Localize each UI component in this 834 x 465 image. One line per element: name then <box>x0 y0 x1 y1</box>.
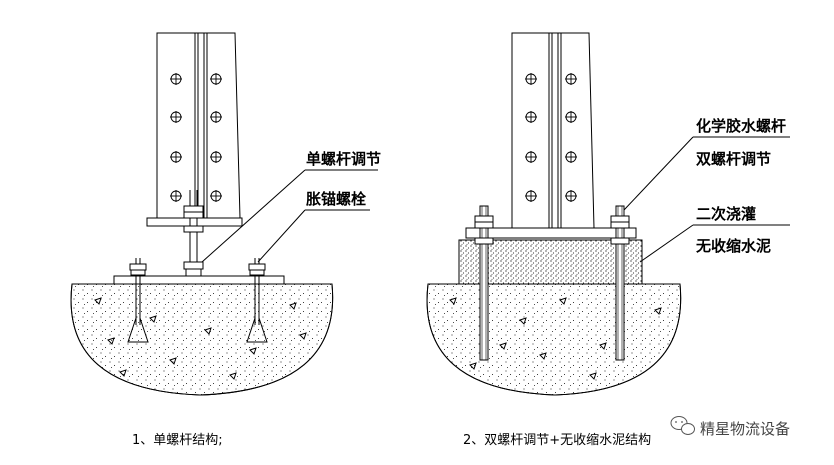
label-secondary-grouting: 二次浇灌 <box>696 205 756 223</box>
watermark-text: 精星物流设备 <box>700 420 790 438</box>
figure-single-screw <box>70 32 378 396</box>
label-chemical-screw: 化学胶水螺杆 <box>696 117 786 135</box>
column-foot-plate <box>146 217 243 227</box>
chemical-anchor-right <box>610 205 630 361</box>
upright-holes <box>170 73 222 202</box>
base-plate-2 <box>465 227 637 239</box>
adjusting-screw <box>183 190 204 277</box>
label-non-shrink-cement: 无收缩水泥 <box>695 237 771 255</box>
label-expansion-bolt: 胀锚螺栓 <box>306 190 366 208</box>
aggregate-marks <box>94 297 307 380</box>
caption-figure-2: 2、双螺杆调节+无收缩水泥结构 <box>463 432 651 448</box>
figure-double-screw <box>426 32 790 396</box>
upright-holes-2 <box>525 73 577 202</box>
label-double-screw-adjust: 双螺杆调节 <box>696 150 771 168</box>
chemical-anchor-left <box>474 205 494 361</box>
caption-figure-1: 1、单螺杆结构; <box>132 433 223 448</box>
label-single-screw-adjust: 单螺杆调节 <box>306 150 381 168</box>
aggregate-marks-2 <box>449 297 662 380</box>
expansion-anchor-right <box>246 258 268 343</box>
column-upright-2 <box>511 32 595 229</box>
concrete-foundation-2 <box>426 283 682 396</box>
wechat-icon <box>670 416 695 435</box>
expansion-anchor-left <box>127 258 149 343</box>
watermark: 精星物流设备 <box>670 416 790 438</box>
column-upright <box>156 32 241 219</box>
